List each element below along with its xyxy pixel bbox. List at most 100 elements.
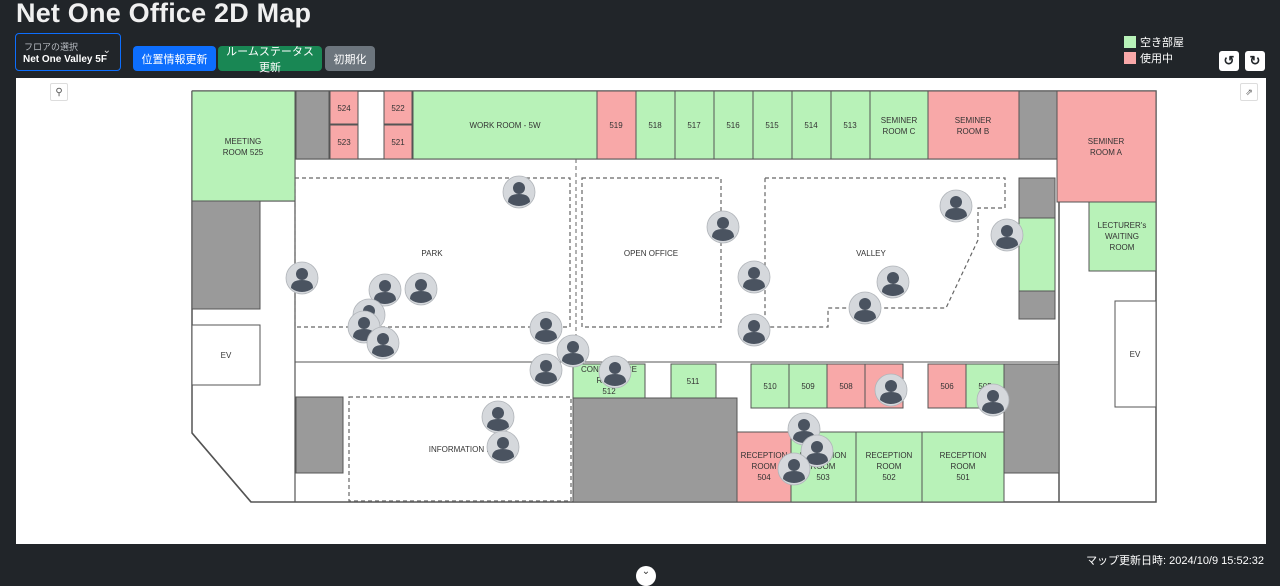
expand-icon[interactable]: ⇗ [1240, 83, 1258, 101]
zone-park[interactable]: PARK [294, 177, 571, 328]
person-icon[interactable] [706, 210, 740, 244]
person-icon[interactable] [939, 189, 973, 223]
map-panel[interactable]: ⚲ ⇗ MEETING ROOM [16, 78, 1266, 544]
rotate-left-icon[interactable]: ↺ [1219, 51, 1239, 71]
room-521[interactable]: 521 [383, 124, 413, 160]
person-icon[interactable] [876, 265, 910, 299]
room-522[interactable]: 522 [383, 90, 413, 125]
service-block [295, 90, 330, 160]
zone-open-office[interactable]: OPEN OFFICE [581, 177, 722, 328]
room-508[interactable]: 508 [826, 363, 866, 409]
room-label: 514 [804, 121, 818, 130]
person-icon[interactable] [556, 334, 590, 368]
chevron-down-icon[interactable]: ⌄ [636, 566, 656, 586]
person-icon[interactable] [529, 353, 563, 387]
room-lecturers-waiting[interactable]: LECTURER's WAITING ROOM [1088, 201, 1157, 272]
zone-label: INFORMATION HUB [429, 445, 504, 454]
elevator-right: EV [1114, 300, 1157, 408]
room-515[interactable]: 515 [752, 90, 793, 160]
room-label: EV [221, 351, 232, 360]
person-icon[interactable] [529, 311, 563, 345]
person-icon[interactable] [486, 430, 520, 464]
service-block [572, 397, 738, 503]
floor-select[interactable]: フロアの選択 Net One Valley 5F ⌄ [15, 33, 121, 71]
room-status-update-button[interactable]: ルームステータス更新 [218, 46, 322, 74]
zone-valley[interactable]: VALLEY [764, 177, 1006, 328]
room-label: 504 [757, 473, 771, 482]
person-icon[interactable] [366, 326, 400, 360]
room-label: ROOM 525 [223, 148, 264, 157]
service-block [1018, 90, 1058, 160]
floor-map[interactable]: MEETING ROOM 525 524 523 522 521 WORK RO… [16, 78, 1266, 544]
room-seminer-b[interactable]: SEMINER ROOM B [927, 90, 1020, 160]
zone-label: PARK [421, 249, 443, 258]
room-seminer-a[interactable]: SEMINER ROOM A [1056, 90, 1157, 203]
zone-label: VALLEY [856, 249, 886, 258]
person-icon[interactable] [976, 383, 1010, 417]
chevron-down-icon: ⌄ [102, 45, 111, 56]
room-label: 502 [882, 473, 896, 482]
room-label: ROOM [811, 462, 836, 471]
room-label: WORK ROOM - 5W [469, 121, 541, 130]
person-icon[interactable] [737, 260, 771, 294]
person-icon[interactable] [404, 272, 438, 306]
room-label: 509 [801, 382, 815, 391]
floor-select-label: フロアの選択 [24, 42, 79, 52]
room-meeting-525[interactable]: MEETING ROOM 525 [191, 90, 296, 202]
reset-button[interactable]: 初期化 [325, 46, 375, 71]
legend: 空き部屋 使用中 [1124, 34, 1184, 66]
service-block [1003, 363, 1060, 474]
room-523[interactable]: 523 [329, 124, 359, 160]
service-block [1018, 290, 1056, 320]
service-block [1018, 177, 1056, 219]
location-update-button[interactable]: 位置情報更新 [133, 46, 216, 71]
room-519[interactable]: 519 [596, 90, 637, 160]
person-icon[interactable] [990, 218, 1024, 252]
elevator-left: EV [191, 324, 261, 386]
room-506[interactable]: 506 [927, 363, 967, 409]
room-label: WAITING [1105, 232, 1139, 241]
zoom-icon[interactable]: ⚲ [50, 83, 68, 101]
room-label: ROOM [951, 462, 976, 471]
person-icon[interactable] [874, 373, 908, 407]
room-label: LECTURER's [1098, 221, 1147, 230]
room-seminer-c[interactable]: SEMINER ROOM C [869, 90, 929, 160]
person-icon[interactable] [848, 291, 882, 325]
legend-occupied-label: 使用中 [1140, 53, 1173, 65]
room-reception-501[interactable]: RECEPTION ROOM 501 [921, 431, 1005, 503]
room-label: 521 [391, 138, 405, 147]
room-label: MEETING [225, 137, 261, 146]
zone-label: OPEN OFFICE [624, 249, 678, 258]
room-label: 523 [337, 138, 351, 147]
room-label: 516 [726, 121, 740, 130]
person-icon[interactable] [598, 355, 632, 389]
person-icon[interactable] [285, 261, 319, 295]
room-work-5w[interactable]: WORK ROOM - 5W [412, 90, 598, 160]
service-block [295, 396, 344, 474]
room-small[interactable] [1018, 217, 1056, 292]
room-label: EV [1130, 350, 1141, 359]
person-icon[interactable] [502, 175, 536, 209]
room-509[interactable]: 509 [788, 363, 828, 409]
room-513[interactable]: 513 [830, 90, 871, 160]
room-511[interactable]: 511 [670, 363, 717, 399]
legend-occupied-swatch [1124, 52, 1136, 64]
room-label: 511 [687, 377, 700, 386]
room-reception-502[interactable]: RECEPTION ROOM 502 [855, 431, 923, 503]
rotate-right-icon[interactable]: ↻ [1245, 51, 1265, 71]
room-label: ROOM A [1090, 148, 1123, 157]
map-update-time: マップ更新日時: 2024/10/9 15:52:32 [1086, 555, 1264, 567]
person-icon[interactable] [737, 313, 771, 347]
room-510[interactable]: 510 [750, 363, 790, 409]
person-icon[interactable] [777, 452, 811, 486]
room-524[interactable]: 524 [329, 90, 359, 125]
room-514[interactable]: 514 [791, 90, 832, 160]
person-icon[interactable] [481, 400, 515, 434]
room-label: ROOM B [957, 127, 989, 136]
room-516[interactable]: 516 [713, 90, 754, 160]
room-label: ROOM [1110, 243, 1135, 252]
room-label: ROOM [877, 462, 902, 471]
zone-information-hub[interactable]: INFORMATION HUB [348, 396, 572, 502]
room-517[interactable]: 517 [674, 90, 715, 160]
room-518[interactable]: 518 [635, 90, 676, 160]
